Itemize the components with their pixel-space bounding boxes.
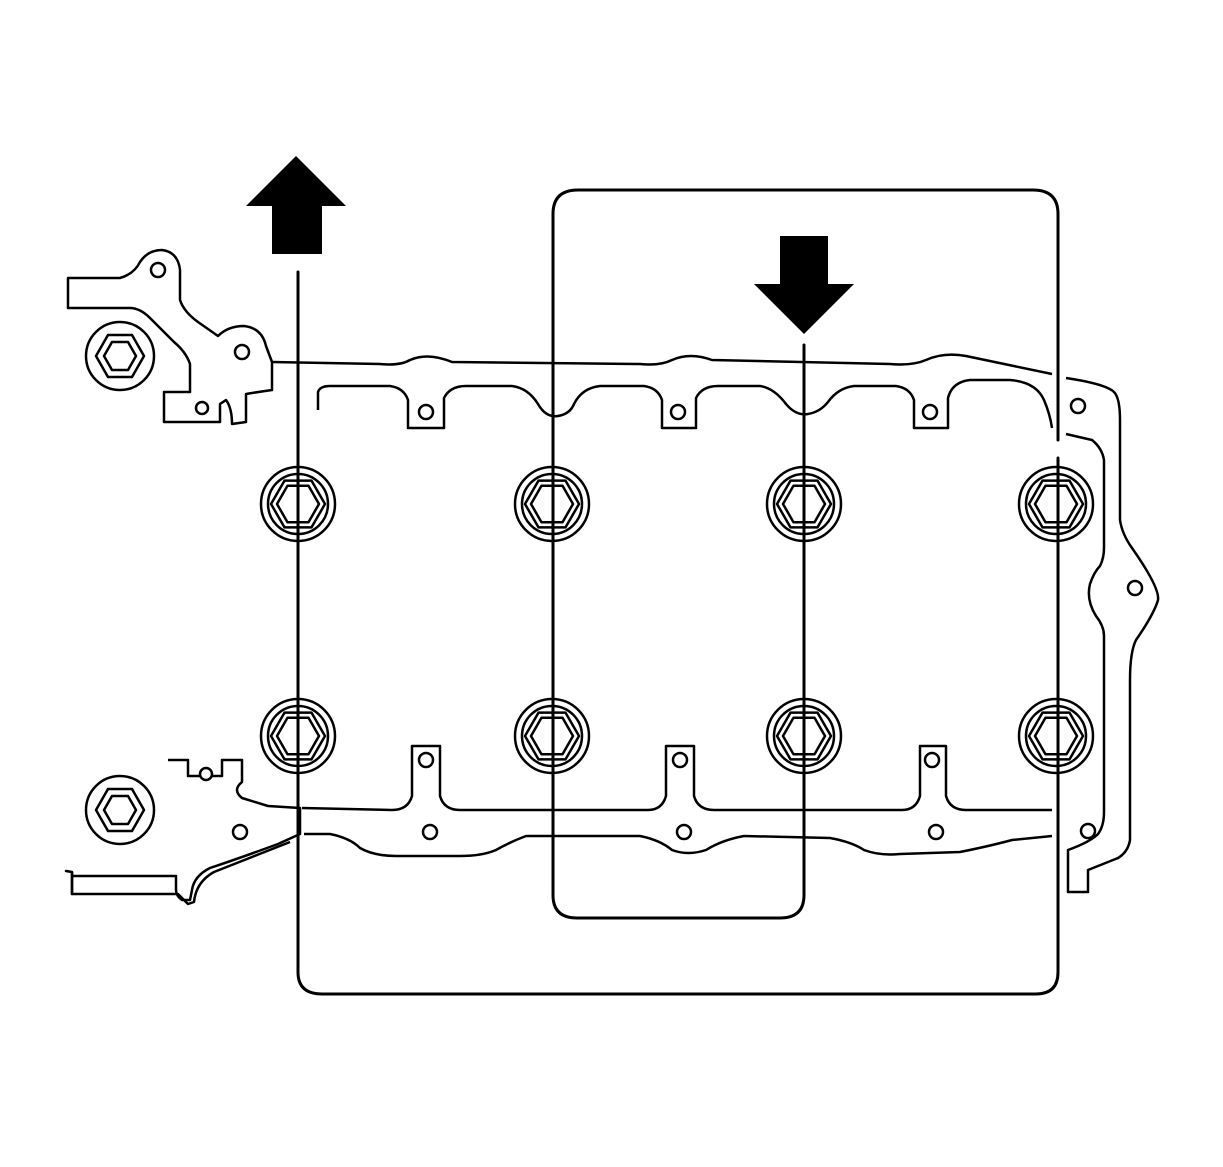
left-upper-bracket-hole-b: [233, 343, 251, 361]
lower-rail-inner-edge: [301, 744, 1052, 812]
left-upper-bracket: [66, 248, 274, 426]
small-selection-outline: [551, 188, 1060, 920]
bedplate-bolts: [259, 465, 1095, 775]
upper-rail-outer-edge: [271, 353, 1053, 376]
left-lower-bracket-hole-b: [231, 823, 249, 841]
left-hex-bolt-lower: [84, 774, 156, 846]
bedplate-bolt-3: [765, 465, 843, 543]
bedplate-bolt-5: [259, 697, 337, 775]
upper-rail-holes: [417, 403, 939, 421]
left-lower-bracket-arm: [70, 840, 291, 906]
right-plate-hole-mid: [1126, 579, 1144, 597]
bedplate-bolt-1: [259, 465, 337, 543]
left-upper-bracket-hole-a: [149, 261, 167, 279]
bedplate-bolt-8: [1017, 697, 1095, 775]
bedplate-bolt-2: [513, 465, 591, 543]
right-plate-hole-top: [1069, 397, 1087, 415]
left-upper-bracket-hole-c: [194, 400, 210, 416]
right-end-plate: [1065, 376, 1160, 894]
right-plate-hole-bottom: [1079, 822, 1097, 840]
left-hex-bolt-upper: [84, 320, 156, 392]
upper-rail-inner-edge: [316, 378, 1054, 430]
arrow-up-icon: [246, 156, 346, 254]
left-lower-bracket-hole-a: [198, 766, 214, 782]
bedplate-bolt-6: [513, 697, 591, 775]
large-selection-outline: [296, 270, 1060, 996]
arrow-down-icon: [754, 236, 854, 334]
bedplate-bolt-4: [1017, 465, 1095, 543]
bedplate-bolt-7: [765, 697, 843, 775]
lower-rail-outer-edge: [304, 832, 1053, 858]
lower-rail-holes: [417, 751, 945, 841]
